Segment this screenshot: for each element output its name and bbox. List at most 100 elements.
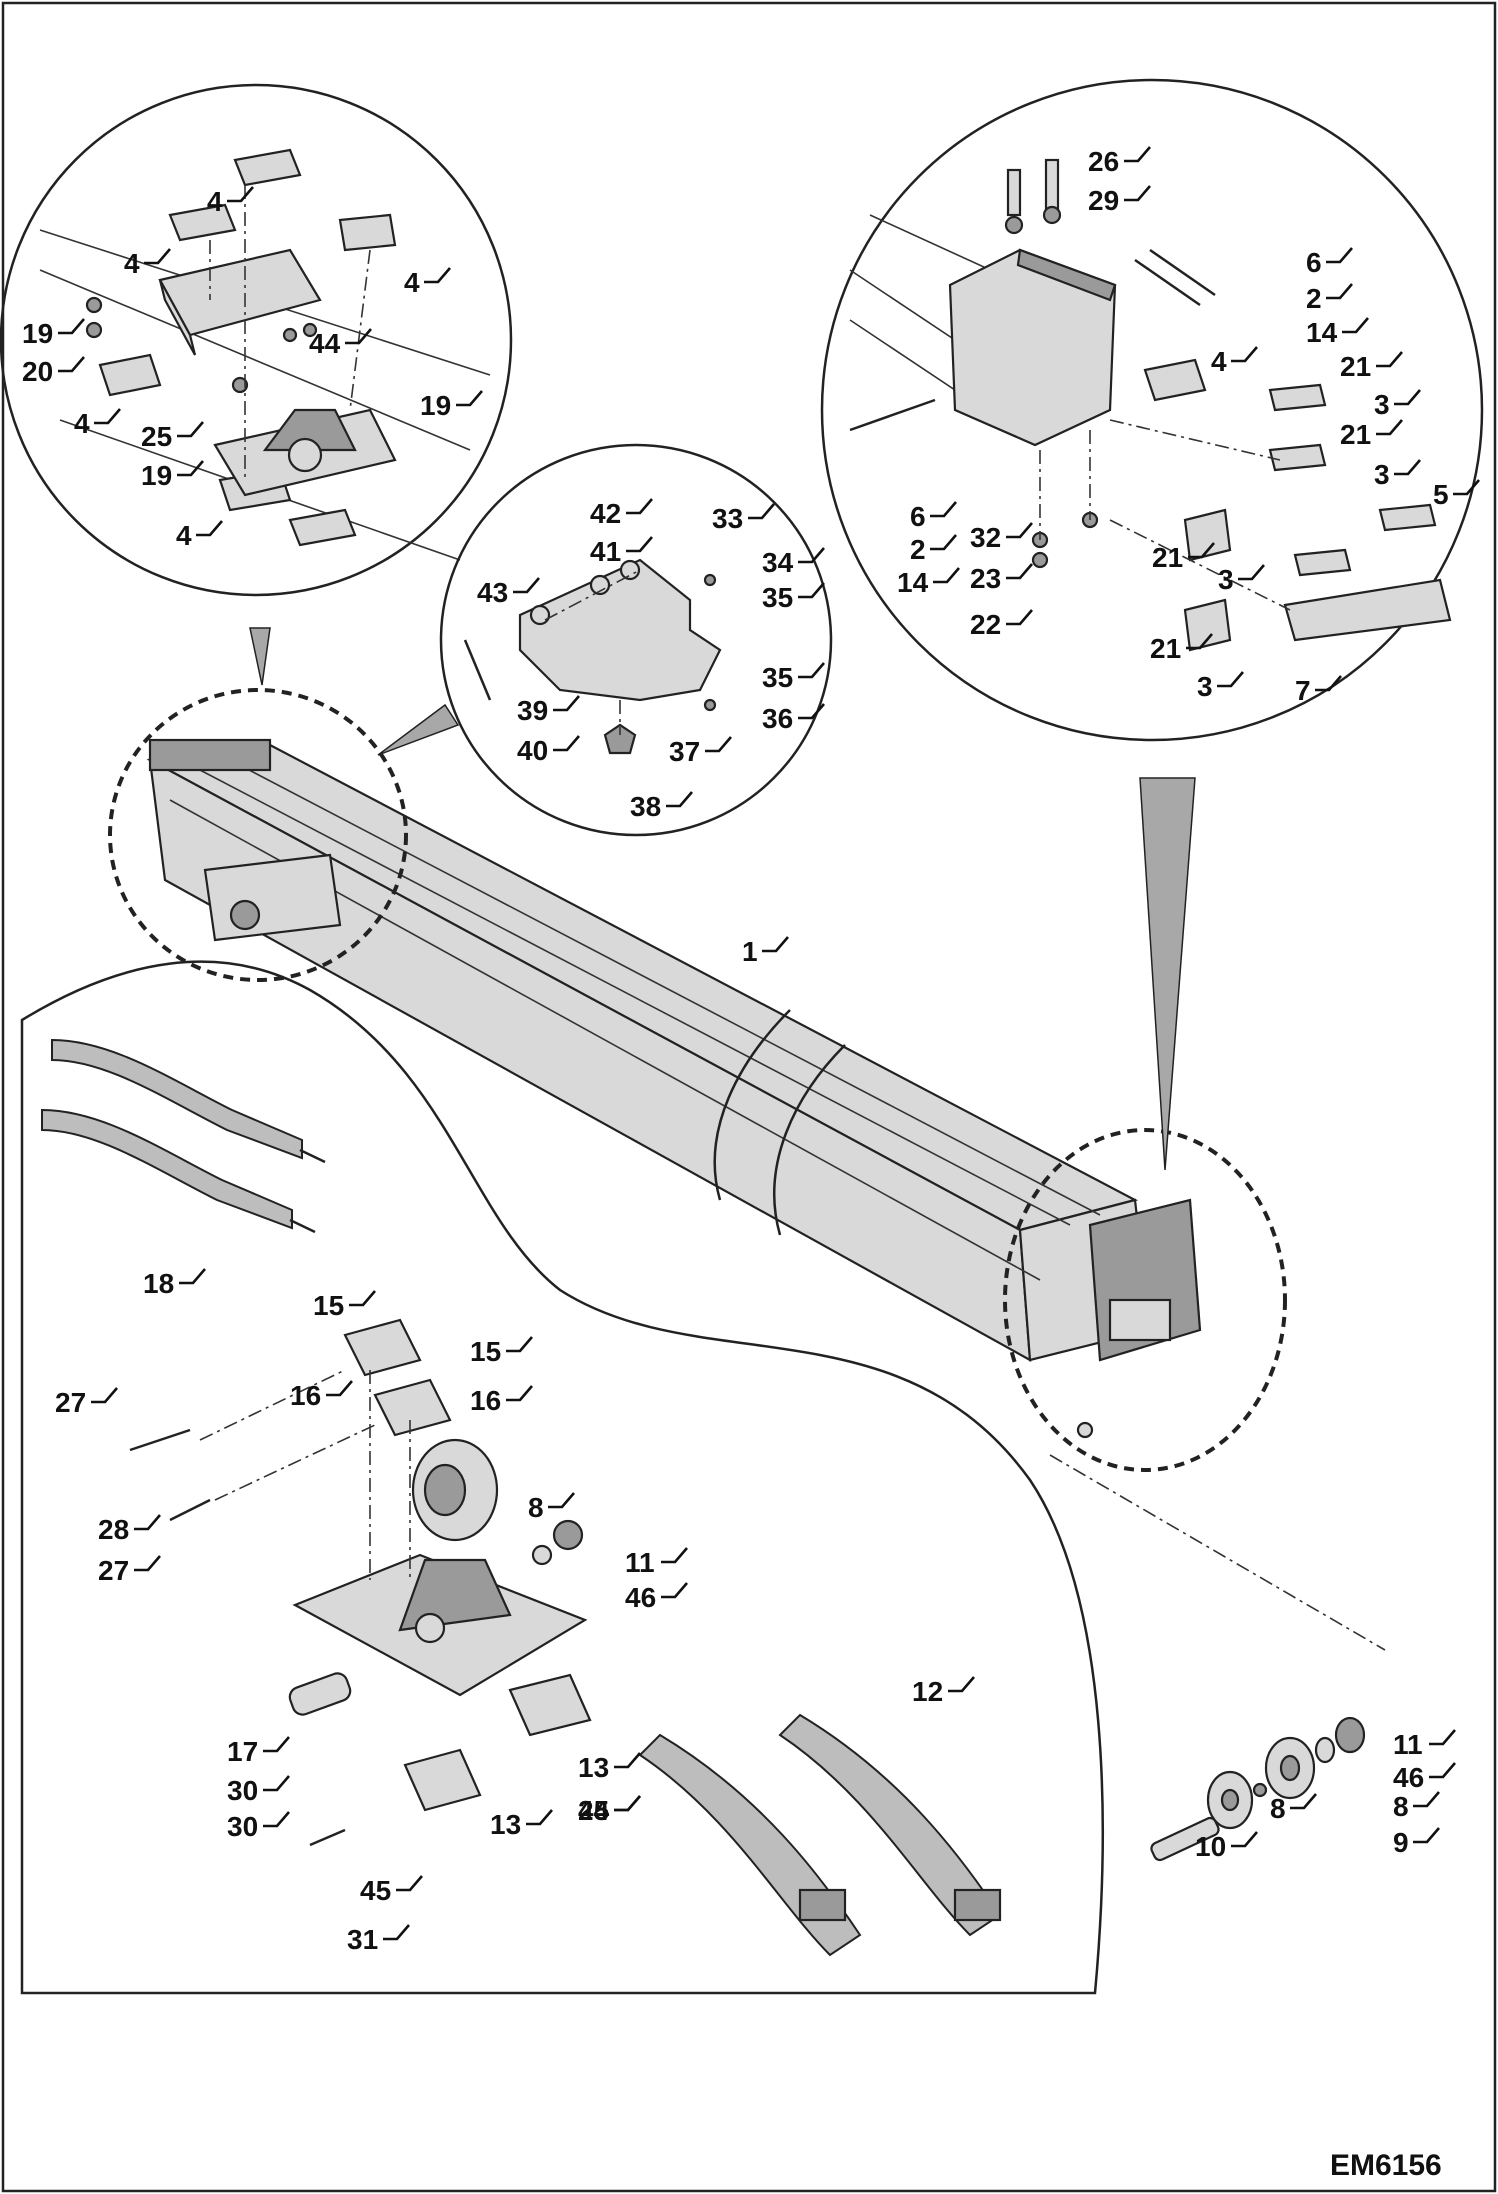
callout-c4e: 4 [176, 520, 223, 551]
leader-line [177, 460, 204, 477]
leader-line [930, 501, 957, 518]
callout-label: 33 [712, 503, 743, 534]
callout-label: 6 [1306, 247, 1322, 278]
leader-line [798, 662, 825, 679]
leader-line [424, 267, 451, 284]
callout-label: 34 [762, 547, 794, 578]
callout-label: 42 [590, 498, 621, 529]
callout-c5: 5 [1433, 479, 1480, 510]
callout-label: 23 [970, 563, 1001, 594]
callout-c17: 17 [227, 1736, 290, 1767]
leader-line [705, 736, 732, 753]
leader-line [1413, 1791, 1440, 1808]
callout-c14b: 14 [897, 567, 960, 598]
leader-line [933, 567, 960, 584]
callout-c14a: 14 [1306, 317, 1369, 348]
callout-c21b: 21 [1340, 419, 1403, 450]
callout-label: 14 [897, 567, 929, 598]
callout-c22: 22 [970, 609, 1033, 640]
callout-c8b: 8 [1270, 1793, 1317, 1824]
callout-label: 27 [55, 1387, 86, 1418]
leader-line [506, 1385, 533, 1402]
leader-line [506, 1336, 533, 1353]
callout-label: 8 [1393, 1791, 1409, 1822]
callout-label: 7 [1295, 675, 1311, 706]
callout-c35b: 35 [762, 662, 825, 693]
callout-c16b: 16 [470, 1385, 533, 1416]
callout-c24: 24 [578, 1795, 641, 1826]
callout-c21a: 21 [1340, 351, 1403, 382]
callout-label: 44 [309, 328, 341, 359]
callout-c11a: 11 [625, 1547, 688, 1578]
callout-c15a: 15 [313, 1290, 376, 1321]
leader-line [144, 248, 171, 265]
callout-label: 5 [1433, 479, 1449, 510]
leader-line [383, 1924, 410, 1941]
leader-line [1326, 283, 1353, 300]
callout-c9: 9 [1393, 1827, 1440, 1858]
callout-c30a: 30 [227, 1775, 290, 1806]
callout-label: 46 [1393, 1762, 1424, 1793]
callout-c13a: 13 [578, 1752, 641, 1783]
callout-label: 26 [1088, 146, 1119, 177]
leader-line [548, 1492, 575, 1509]
callout-c2a: 2 [1306, 283, 1353, 314]
callout-label: 21 [1340, 351, 1371, 382]
callout-c8a: 8 [528, 1492, 575, 1523]
leader-line [1290, 1793, 1317, 1810]
callout-c29: 29 [1088, 185, 1151, 216]
leader-line [1231, 1831, 1258, 1848]
callout-label: 4 [176, 520, 192, 551]
leader-line [661, 1547, 688, 1564]
callout-c44: 44 [309, 328, 372, 359]
leader-line [345, 328, 372, 345]
leader-line [58, 318, 85, 335]
callout-label: 41 [590, 536, 621, 567]
callout-c18: 18 [143, 1268, 206, 1299]
callout-label: 2 [1306, 283, 1322, 314]
callout-label: 3 [1374, 459, 1390, 490]
callout-label: 43 [477, 577, 508, 608]
callout-label: 4 [404, 267, 420, 298]
leader-line [456, 390, 483, 407]
callout-label: 39 [517, 695, 548, 726]
callout-label: 19 [22, 318, 53, 349]
callout-c31: 31 [347, 1924, 410, 1955]
leader-line [1413, 1827, 1440, 1844]
callout-c28: 28 [98, 1514, 161, 1545]
leader-line [513, 577, 540, 594]
callout-label: 4 [1211, 346, 1227, 377]
leader-line [1453, 479, 1480, 496]
callout-c10: 10 [1195, 1831, 1258, 1862]
callout-c19c: 19 [141, 460, 204, 491]
leader-line [1006, 522, 1033, 539]
callout-c3b: 3 [1374, 459, 1421, 490]
callout-c19b: 19 [420, 390, 483, 421]
detail-circle-cover [439, 443, 833, 837]
callout-c40: 40 [517, 735, 580, 766]
leader-line [1217, 671, 1244, 688]
roller-stack-assembly [1049, 1454, 1386, 1862]
callout-label: 4 [207, 186, 223, 217]
detail-circle-front [1003, 1128, 1287, 1472]
callout-label: 38 [630, 791, 661, 822]
leader-line [661, 1582, 688, 1599]
leader-line [91, 1387, 118, 1404]
callout-c4d: 4 [74, 408, 121, 439]
leader-line [1429, 1729, 1456, 1746]
callout-label: 25 [141, 421, 172, 452]
callout-label: 21 [1340, 419, 1371, 450]
main-boom-part [146, 738, 1202, 1439]
cover-plate-assembly [463, 558, 722, 755]
callout-label: 22 [970, 609, 1001, 640]
leader-line [626, 498, 653, 515]
leader-line [1006, 609, 1033, 626]
callout-label: 24 [578, 1795, 610, 1826]
leader-line [1394, 389, 1421, 406]
leader-line [263, 1736, 290, 1753]
callout-c33: 33 [712, 503, 775, 534]
callout-label: 27 [98, 1555, 129, 1586]
callout-label: 17 [227, 1736, 258, 1767]
